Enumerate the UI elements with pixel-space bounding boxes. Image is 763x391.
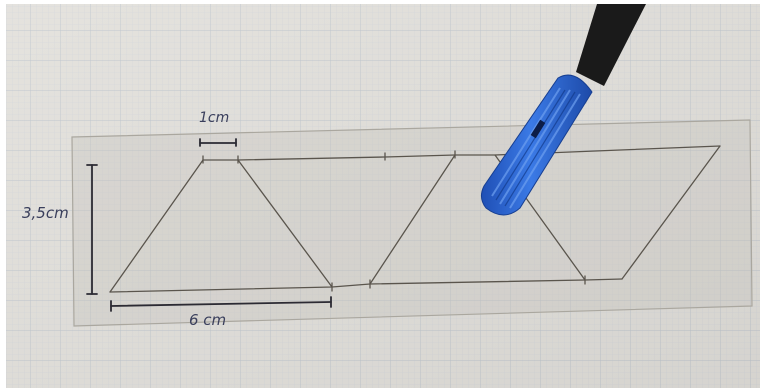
base-width-label: 6 cm: [189, 311, 227, 329]
dimension-lines: [86, 138, 332, 312]
height-label: 3,5cm: [22, 204, 69, 222]
transparent-strip: [71, 119, 753, 327]
pen-tool-icon: [480, 4, 646, 216]
top-width-label: 1cm: [199, 110, 230, 126]
